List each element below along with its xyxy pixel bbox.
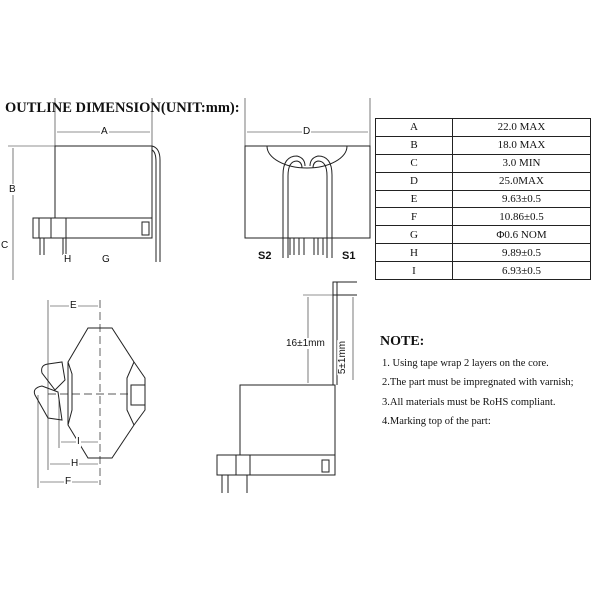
dimension-value: 9.89±0.5 <box>452 243 591 263</box>
dimension-key: H <box>375 243 453 263</box>
dim-label-d: D <box>302 126 312 137</box>
dim-label-c: C <box>0 240 10 251</box>
dimension-value: 25.0MAX <box>452 171 591 191</box>
dimension-key: D <box>375 171 453 191</box>
dim-label-h-side: H <box>63 254 73 265</box>
dimension-value: 18.0 MAX <box>452 135 591 155</box>
dimension-key: G <box>375 225 453 245</box>
page-title: OUTLINE DIMENSION(UNIT:mm): <box>5 100 240 116</box>
tab-length-label: 5±1mm <box>337 339 349 376</box>
dimension-value: Φ0.6 NOM <box>452 225 591 245</box>
dim-label-e: E <box>69 300 78 311</box>
dim-label-i: I <box>76 436 81 447</box>
terminal-s2-label: S2 <box>258 250 272 262</box>
dimension-key: I <box>375 261 453 281</box>
dim-label-b: B <box>8 184 17 195</box>
front-view <box>244 98 371 258</box>
dimension-value: 6.93±0.5 <box>452 261 591 281</box>
terminal-s1-label: S1 <box>342 250 356 262</box>
side-view <box>8 98 161 280</box>
dim-label-g: G <box>101 254 111 265</box>
lead-side-view <box>216 281 357 493</box>
dim-label-h: H <box>70 458 80 469</box>
dim-label-a: A <box>100 126 109 137</box>
dimension-key: A <box>375 118 453 137</box>
top-view <box>33 300 146 488</box>
dimension-key: F <box>375 207 453 227</box>
dim-label-f: F <box>64 476 73 487</box>
dimension-value: 3.0 MIN <box>452 153 591 173</box>
lead-length-label: 16±1mm <box>285 338 326 349</box>
dimension-key: B <box>375 135 453 155</box>
note-item: 1. Using tape wrap 2 layers on the core. <box>382 358 549 369</box>
dimension-key: E <box>375 189 453 209</box>
note-item: 2.The part must be impregnated with varn… <box>382 377 574 388</box>
dimension-value: 9.63±0.5 <box>452 189 591 209</box>
note-item: 3.All materials must be RoHS compliant. <box>382 397 556 408</box>
dimension-value: 22.0 MAX <box>452 118 591 137</box>
dimension-value: 10.86±0.5 <box>452 207 591 227</box>
dimension-key: C <box>375 153 453 173</box>
note-item: 4.Marking top of the part: <box>382 416 491 427</box>
notes-heading: NOTE: <box>380 334 425 349</box>
